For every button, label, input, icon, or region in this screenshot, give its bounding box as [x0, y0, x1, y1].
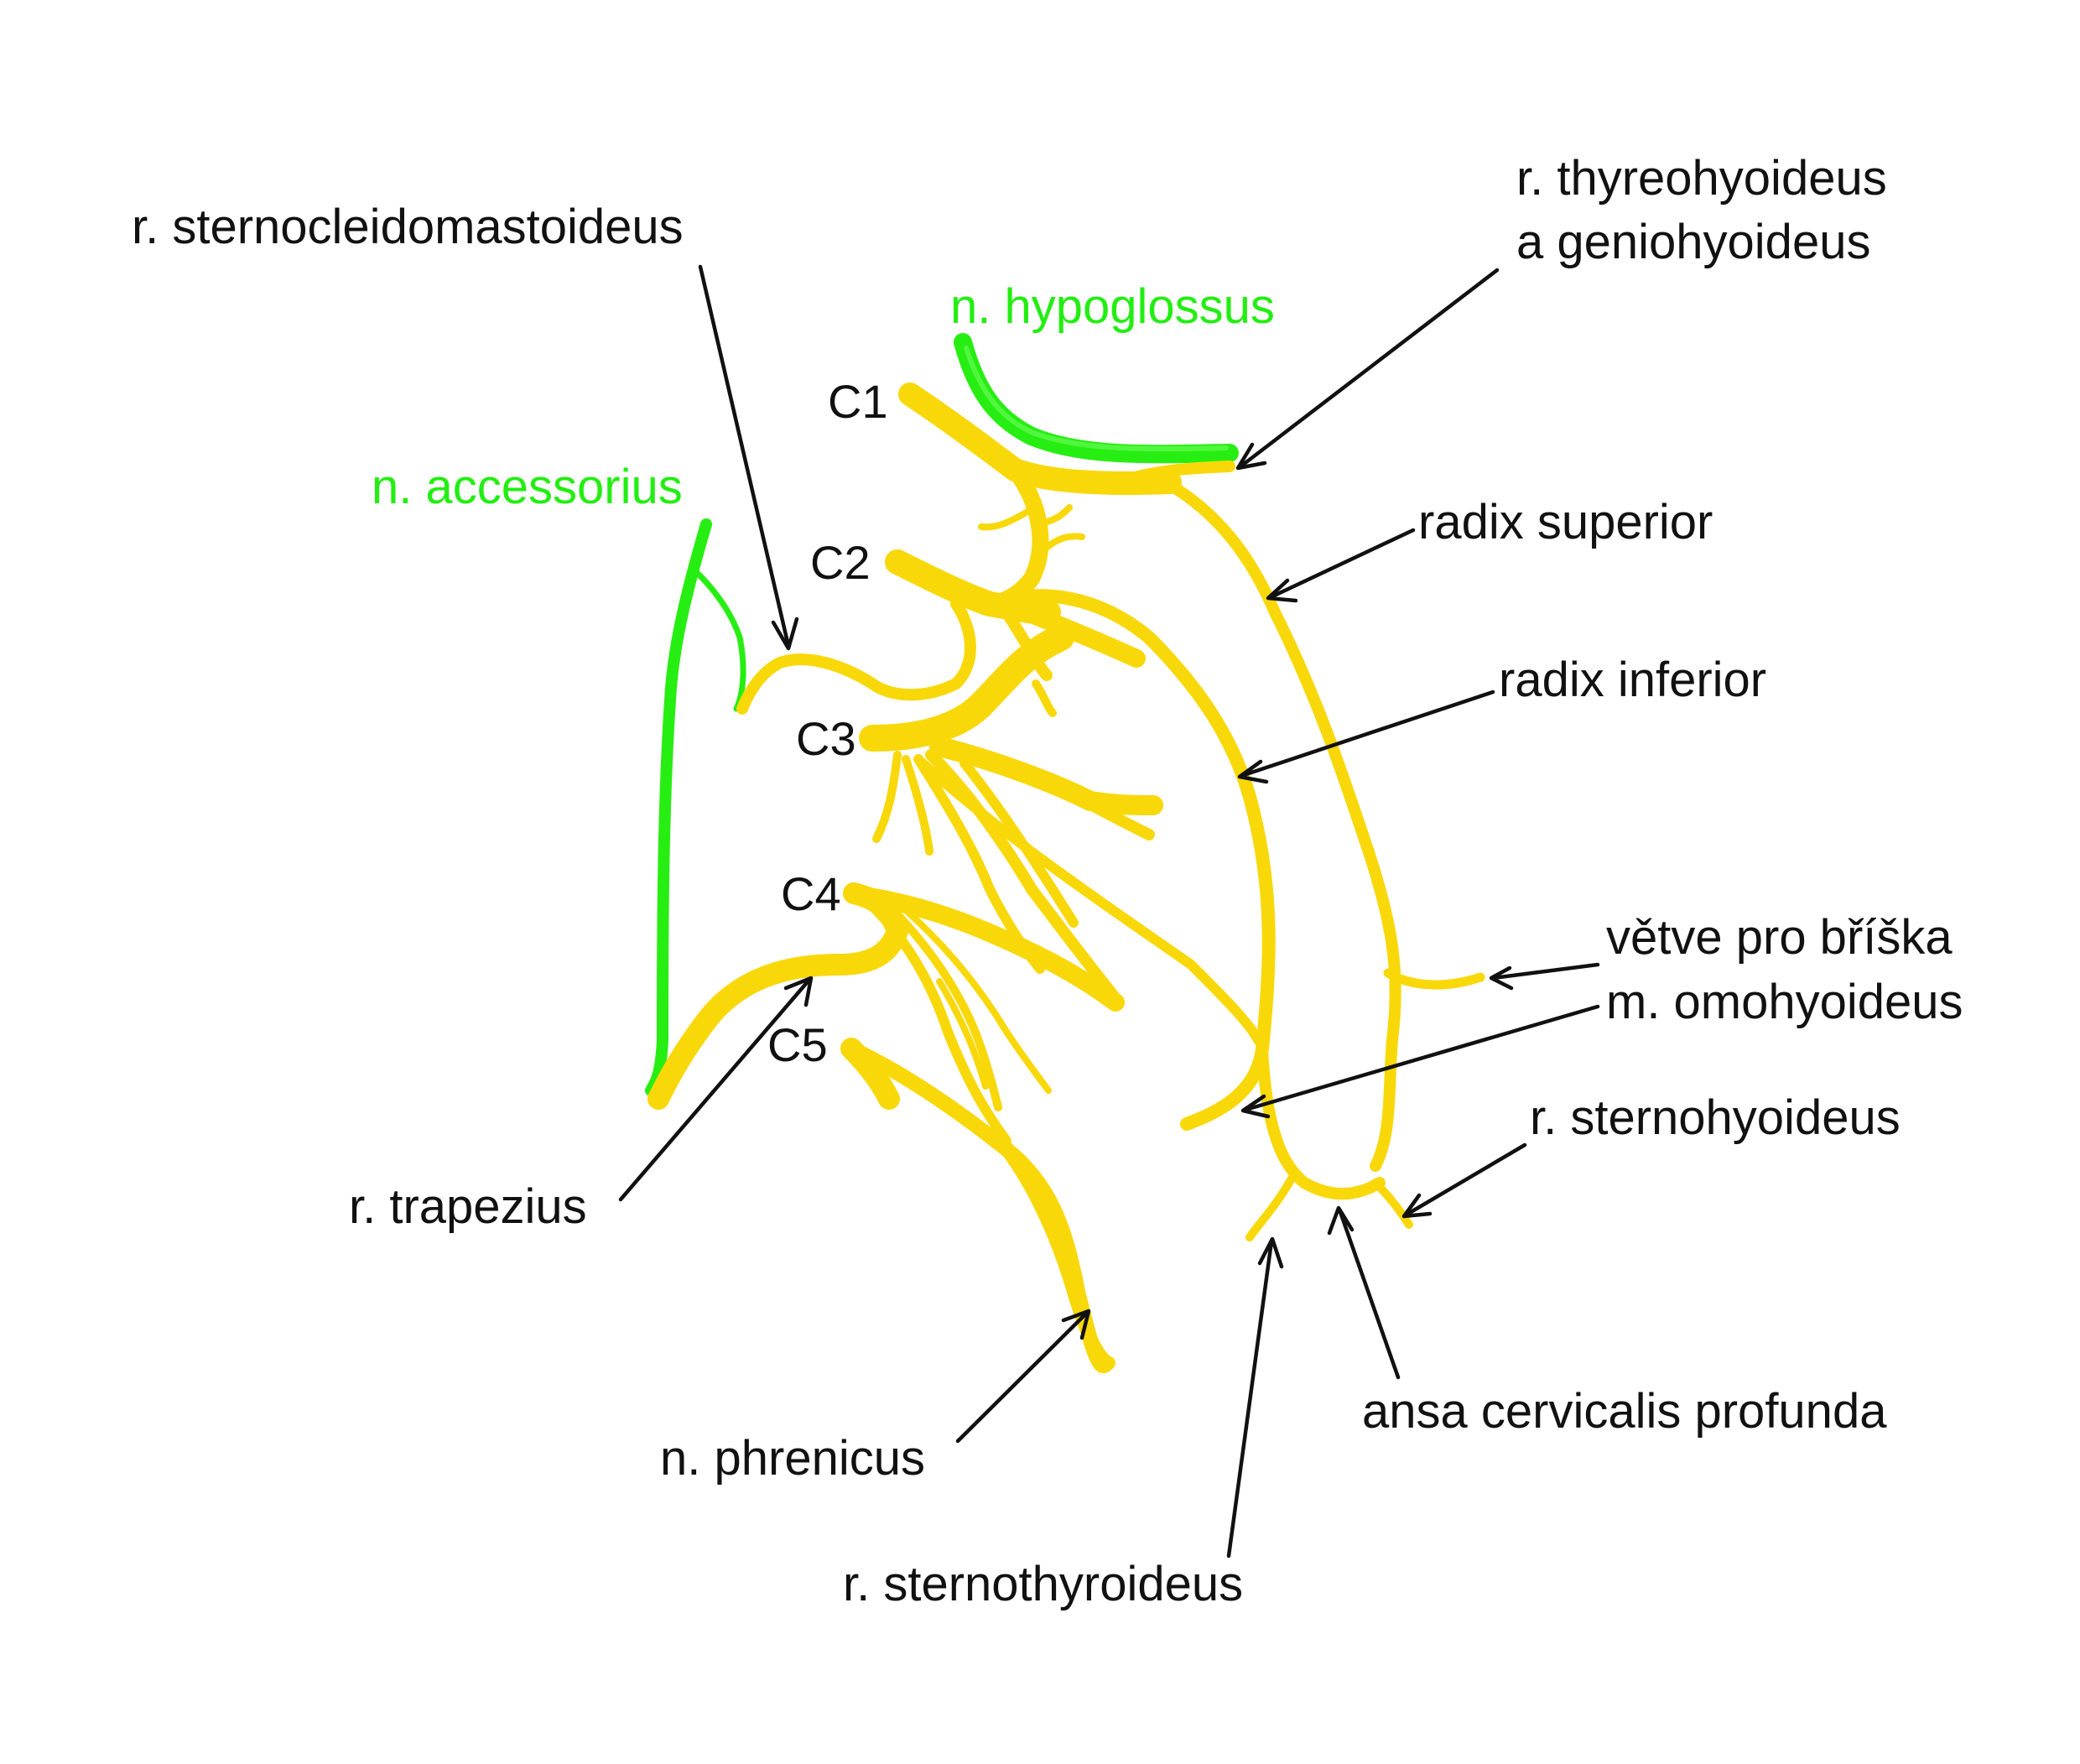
label-hypoglossus: n. hypoglossus — [950, 279, 1275, 334]
arrowhead-sternocleidomastoideus — [771, 617, 799, 651]
arrowhead-omohyoideus-lower — [1240, 1094, 1271, 1119]
label-omohyoideus-line1: větve pro bříška — [1606, 910, 1953, 965]
label-accessorius: n. accessorius — [372, 460, 683, 514]
arrowhead-thyreohyoideus — [1235, 442, 1267, 471]
labels: r. sternocleidomastoideus r. thyreohyoid… — [132, 151, 1963, 1611]
leader-sternothyroideus — [1226, 1239, 1274, 1558]
leader-omohyoideus-lower — [1243, 1004, 1600, 1112]
label-sternohyoideus: r. sternohyoideus — [1530, 1090, 1901, 1145]
leader-sternohyoideus — [1404, 1142, 1527, 1217]
label-radix-inferior: radix inferior — [1499, 653, 1766, 707]
plexus-cervicalis-nerves — [647, 382, 1485, 1374]
leader-lines — [618, 264, 1600, 1558]
leader-radix-inferior — [1239, 689, 1495, 778]
leader-ansa — [1337, 1207, 1401, 1380]
leader-phrenicus — [955, 1310, 1089, 1444]
arrowhead-omohyoideus-upper — [1489, 965, 1514, 991]
label-phrenicus: n. phrenicus — [660, 1431, 925, 1486]
label-c3: C3 — [796, 712, 856, 765]
label-c5: C5 — [767, 1018, 828, 1071]
arrowhead-trapezius — [783, 976, 814, 1007]
label-omohyoideus-line2: m. omohyoideus — [1606, 975, 1963, 1029]
nervus-accessorius — [645, 518, 746, 1096]
nervus-hypoglossus — [954, 333, 1239, 464]
label-thyreohyoideus-line1: r. thyreohyoideus — [1516, 151, 1887, 206]
arrowhead-sternothyroideus — [1257, 1236, 1284, 1269]
leader-thyreohyoideus — [1237, 268, 1500, 470]
arrowhead-phrenicus — [1061, 1309, 1091, 1340]
label-sternocleidomastoideus: r. sternocleidomastoideus — [132, 200, 684, 254]
leader-omohyoideus-upper — [1490, 962, 1600, 981]
label-c4: C4 — [781, 867, 841, 920]
label-radix-superior: radix superior — [1418, 495, 1713, 549]
arrowhead-sternohyoideus — [1401, 1193, 1433, 1219]
leader-trapezius — [618, 977, 812, 1202]
label-c2: C2 — [810, 536, 871, 589]
arrowhead-ansa — [1327, 1205, 1355, 1236]
label-sternothyroideus: r. sternothyroideus — [843, 1557, 1243, 1611]
leader-sternocleidomastoideus — [698, 264, 791, 648]
label-trapezius: r. trapezius — [349, 1179, 587, 1234]
leader-radix-superior — [1268, 528, 1416, 600]
arrowhead-radix-inferior — [1237, 759, 1269, 784]
arrowhead-radix-superior — [1266, 578, 1298, 603]
label-ansa: ansa cervicalis profunda — [1362, 1384, 1887, 1439]
label-thyreohyoideus-line2: a geniohyoideus — [1516, 215, 1870, 269]
label-c1: C1 — [828, 375, 888, 428]
